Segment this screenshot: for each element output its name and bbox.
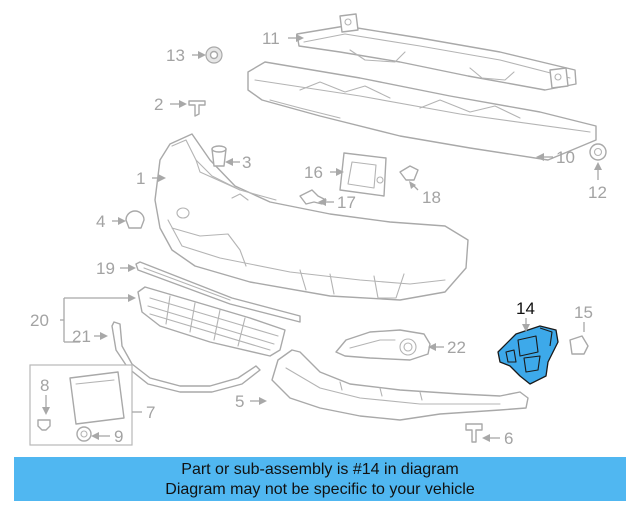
- callout-6: 6: [504, 429, 513, 448]
- callout-20: 20: [30, 311, 49, 330]
- part-4-cap: [125, 210, 145, 229]
- banner-line-part-number: Part or sub-assembly is #14 in diagram: [181, 461, 459, 478]
- part-19-trim-strip: [135, 261, 301, 323]
- callout-12: 12: [588, 183, 607, 202]
- callout-13: 13: [166, 46, 185, 65]
- part-1-bumper-cover: [154, 133, 469, 301]
- part-18-clip: [399, 165, 419, 181]
- callout-9: 9: [114, 427, 123, 446]
- part-15-cap: [569, 335, 589, 355]
- part-11-reinforcement-bar: [296, 13, 577, 91]
- part-9-nut: [76, 426, 92, 442]
- callout-11: 11: [262, 29, 280, 48]
- part-5-lower-spoiler: [271, 349, 529, 421]
- callout-16: 16: [304, 163, 323, 182]
- parts-diagram: 11 13 2 1 3 4 10 12 16 17 18 19 20 21 22…: [29, 13, 607, 448]
- callout-8: 8: [40, 376, 49, 395]
- part-16-tow-hook-cover: [339, 152, 387, 197]
- callout-19: 19: [96, 259, 115, 278]
- callout-4: 4: [96, 212, 105, 231]
- part-10-energy-absorber: [247, 61, 597, 161]
- part-2-clip: [188, 100, 206, 117]
- part-14-bracket-highlighted: [497, 325, 559, 385]
- callout-14: 14: [516, 299, 535, 318]
- callout-18: 18: [422, 188, 441, 207]
- info-banner: Part or sub-assembly is #14 in diagram D…: [14, 457, 626, 501]
- callout-22: 22: [447, 338, 466, 357]
- part-8-clip: [37, 419, 51, 431]
- banner-line-disclaimer: Diagram may not be specific to your vehi…: [165, 481, 475, 498]
- callout-5: 5: [235, 392, 244, 411]
- part-20-lower-grille: [137, 286, 286, 357]
- callout-21: 21: [72, 327, 91, 346]
- part-21-molding-strip: [111, 321, 261, 393]
- callout-labels: 11 13 2 1 3 4 10 12 16 17 18 19 20 21 22…: [30, 29, 607, 448]
- callout-15: 15: [574, 303, 593, 322]
- callout-2: 2: [154, 95, 163, 114]
- callout-1: 1: [136, 169, 145, 188]
- part-6-clip: [465, 423, 483, 443]
- callout-3: 3: [242, 153, 251, 172]
- part-12-nut: [589, 143, 607, 161]
- callout-17: 17: [337, 193, 356, 212]
- part-13-grommet: [205, 46, 223, 64]
- callout-7: 7: [146, 403, 155, 422]
- leader-lines: [42, 34, 602, 442]
- part-3-clip: [211, 145, 227, 167]
- part-22-fog-light-cover: [335, 329, 431, 361]
- callout-10: 10: [556, 148, 575, 167]
